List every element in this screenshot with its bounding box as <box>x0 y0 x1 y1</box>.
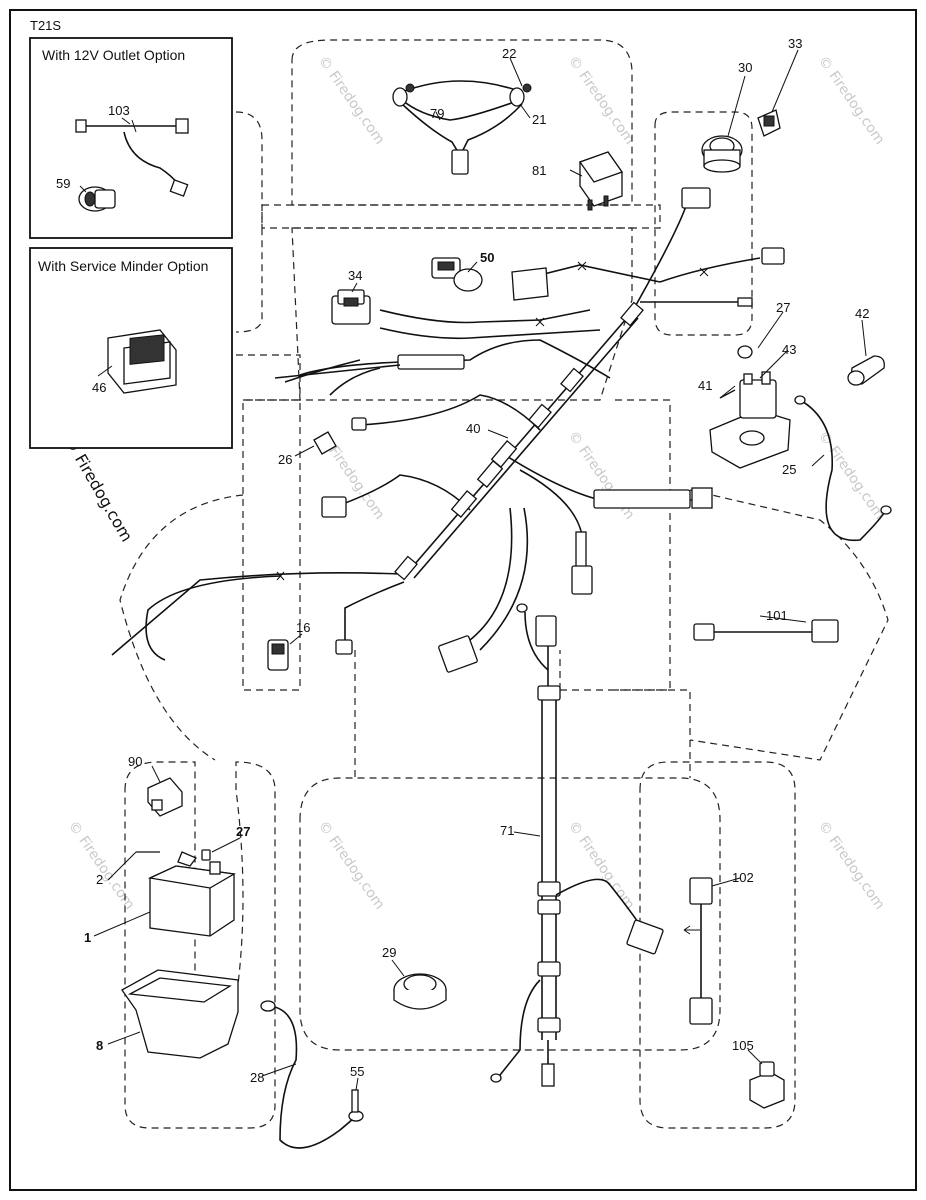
leader-lines <box>79 49 867 1091</box>
seat-switch <box>267 639 289 671</box>
label-8: 8 <box>96 1038 103 1053</box>
ignition-key <box>757 109 781 137</box>
label-34: 34 <box>348 268 362 283</box>
switch <box>331 289 371 325</box>
label-40: 40 <box>466 421 480 436</box>
battery-area <box>121 777 364 1149</box>
label-90: 90 <box>128 754 142 769</box>
relay-harness <box>683 877 713 1025</box>
label-27: 27 <box>776 300 790 315</box>
fuse <box>313 431 337 455</box>
diagram-code: T21S <box>30 18 61 33</box>
label-27b: 27 <box>236 824 250 839</box>
part-labels: 103 59 46 22 21 79 81 30 33 34 50 26 40 … <box>56 36 869 1085</box>
solenoid-assembly <box>709 345 892 542</box>
rear-harness <box>490 603 664 1087</box>
label-26: 26 <box>278 452 292 467</box>
label-81: 81 <box>532 163 546 178</box>
label-16: 16 <box>296 620 310 635</box>
label-25: 25 <box>782 462 796 477</box>
watermark: © Firedog.com <box>315 818 388 912</box>
label-30: 30 <box>738 60 752 75</box>
watermark: © Firedog.com <box>815 53 888 147</box>
watermark-side: © Firedog.com <box>61 433 137 546</box>
label-29: 29 <box>382 945 396 960</box>
label-2: 2 <box>96 872 103 887</box>
inset-title-outlet: With 12V Outlet Option <box>42 47 185 63</box>
inset-service-minder: With Service Minder Option <box>29 247 233 449</box>
label-28: 28 <box>250 1070 264 1085</box>
watermark: © Firedog.com <box>565 53 638 147</box>
label-59: 59 <box>56 176 70 191</box>
label-102: 102 <box>732 870 754 885</box>
label-105: 105 <box>732 1038 754 1053</box>
watermark: © Firedog.com <box>565 818 638 912</box>
inset-title-service: With Service Minder Option <box>38 258 208 274</box>
label-79: 79 <box>430 106 444 121</box>
accessory-harness <box>693 619 839 643</box>
label-101: 101 <box>766 608 788 623</box>
watermark: © Firedog.com <box>815 818 888 912</box>
label-46: 46 <box>92 380 106 395</box>
relay <box>578 151 624 211</box>
label-103: 103 <box>108 103 130 118</box>
label-1: 1 <box>84 930 91 945</box>
watermark: © Firedog.com <box>315 53 388 147</box>
diagram-frame <box>9 9 917 1191</box>
label-71: 71 <box>500 823 514 838</box>
label-55: 55 <box>350 1064 364 1079</box>
alarm <box>393 973 447 1010</box>
ignition-switch <box>701 135 743 173</box>
label-43: 43 <box>782 342 796 357</box>
label-22: 22 <box>502 46 516 61</box>
label-50: 50 <box>480 250 494 265</box>
label-33: 33 <box>788 36 802 51</box>
chassis-outlines <box>119 39 889 1129</box>
terminal-block <box>749 1061 785 1109</box>
label-42: 42 <box>855 306 869 321</box>
headlight-harness <box>392 80 532 175</box>
watermark: © Firedog.com <box>65 818 138 912</box>
label-21: 21 <box>532 112 546 127</box>
pto-switch <box>431 257 483 292</box>
main-harness <box>111 187 785 673</box>
inset-12v-outlet: With 12V Outlet Option <box>29 37 233 239</box>
label-41: 41 <box>698 378 712 393</box>
